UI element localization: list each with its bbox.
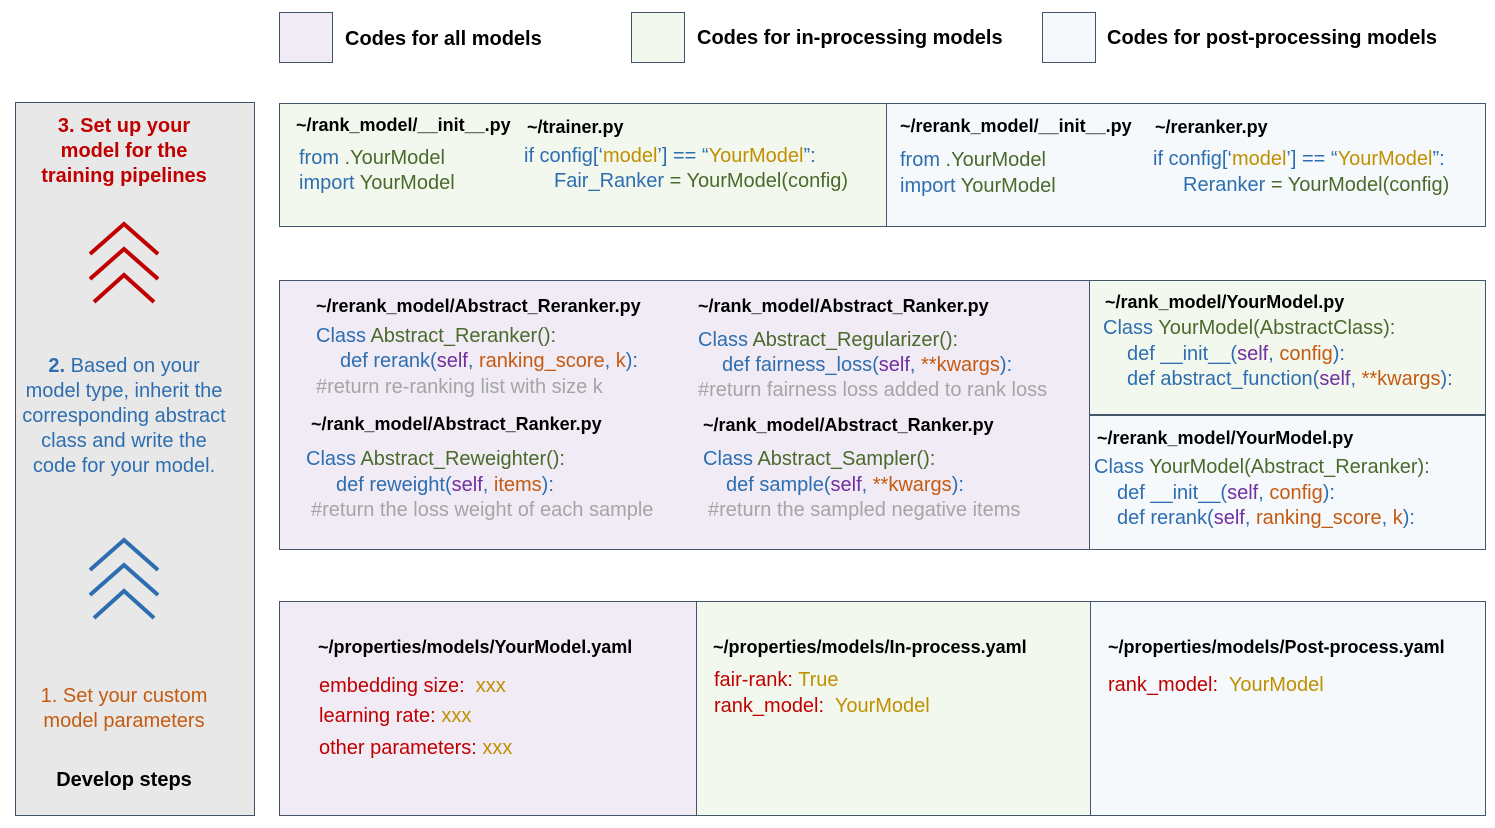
code-line: def rerank(self, ranking_score, k): <box>340 350 638 372</box>
yaml-line: rank_model: YourModel <box>714 695 930 717</box>
chevron-up-icon-blue <box>88 537 160 620</box>
code-line: Class Abstract_Regularizer(): <box>698 329 959 351</box>
row3-postproc-box <box>1090 601 1486 816</box>
code-line: import YourModel <box>299 172 455 194</box>
code-comment: #return the sampled negative items <box>708 499 1021 521</box>
yaml-line: embedding size: xxx <box>319 675 506 697</box>
legend-swatch-all <box>279 12 333 63</box>
code-line: Fair_Ranker = YourModel(config) <box>554 170 849 192</box>
code-comment: #return re-ranking list with size k <box>316 376 603 398</box>
file-title: ~/properties/models/In-process.yaml <box>713 637 1027 657</box>
yaml-line: other parameters: xxx <box>319 737 513 759</box>
legend-swatch-in <box>631 12 685 63</box>
file-title: ~/properties/models/Post-process.yaml <box>1108 637 1445 657</box>
code-line: from .YourModel <box>299 147 445 169</box>
legend-swatch-post <box>1042 12 1096 63</box>
file-title: ~/trainer.py <box>527 117 624 137</box>
code-line: def sample(self, **kwargs): <box>726 474 964 496</box>
legend-label-in: Codes for in-processing models <box>697 27 1003 49</box>
file-title: ~/rank_model/Abstract_Ranker.py <box>311 414 602 434</box>
file-title: ~/rerank_model/__init__.py <box>900 116 1132 136</box>
code-line: Class Abstract_Reweighter(): <box>306 448 565 470</box>
develop-steps-label: Develop steps <box>56 769 192 791</box>
legend-label-post: Codes for post-processing models <box>1107 27 1438 49</box>
code-line: from .YourModel <box>900 149 1046 171</box>
row3-inproc-box <box>696 601 1091 816</box>
row2-abstract-box <box>279 280 1090 550</box>
row2-in-yourmodel-box <box>1089 280 1486 415</box>
yaml-line: learning rate: xxx <box>319 705 472 727</box>
code-line: import YourModel <box>900 175 1056 197</box>
row3-yaml-box <box>279 601 697 816</box>
code-line: Class YourModel(AbstractClass): <box>1103 317 1396 339</box>
file-title: ~/properties/models/YourModel.yaml <box>318 637 633 657</box>
code-line: def __init__(self, config): <box>1127 343 1345 365</box>
legend-label-all: Codes for all models <box>345 28 542 50</box>
chevron-up-icon-red <box>88 221 160 304</box>
code-line: if config[‘model’] == “YourModel”: <box>524 145 816 167</box>
file-title: ~/rerank_model/Abstract_Reranker.py <box>316 296 641 316</box>
code-line: def reweight(self, items): <box>336 474 554 496</box>
file-title: ~/rank_model/Abstract_Ranker.py <box>698 296 989 316</box>
code-line: def fairness_loss(self, **kwargs): <box>722 354 1013 376</box>
file-title: ~/reranker.py <box>1155 117 1268 137</box>
code-line: Class Abstract_Sampler(): <box>703 448 936 470</box>
code-line: def __init__(self, config): <box>1117 482 1335 504</box>
code-line: if config[‘model’] == “YourModel”: <box>1153 148 1445 170</box>
code-line: def rerank(self, ranking_score, k): <box>1117 507 1415 529</box>
code-line: Class Abstract_Reranker(): <box>316 325 557 347</box>
file-title: ~/rerank_model/YourModel.py <box>1097 428 1354 448</box>
develop-steps-panel <box>15 102 255 816</box>
code-comment: #return fairness loss added to rank loss <box>698 379 1048 401</box>
code-line: def abstract_function(self, **kwargs): <box>1127 368 1453 390</box>
code-line: Reranker = YourModel(config) <box>1183 174 1450 196</box>
code-comment: #return the loss weight of each sample <box>311 499 654 521</box>
yaml-line: rank_model: YourModel <box>1108 674 1324 696</box>
row1-post-box <box>886 103 1486 227</box>
file-title: ~/rank_model/__init__.py <box>296 115 511 135</box>
yaml-line: fair-rank: True <box>714 669 839 691</box>
step2-number: 2. <box>48 355 66 377</box>
code-line: Class YourModel(Abstract_Reranker): <box>1094 456 1430 478</box>
row1-in-box <box>279 103 887 227</box>
row2-post-yourmodel-box <box>1089 415 1486 550</box>
file-title: ~/rank_model/Abstract_Ranker.py <box>703 415 994 435</box>
file-title: ~/rank_model/YourModel.py <box>1105 292 1345 312</box>
